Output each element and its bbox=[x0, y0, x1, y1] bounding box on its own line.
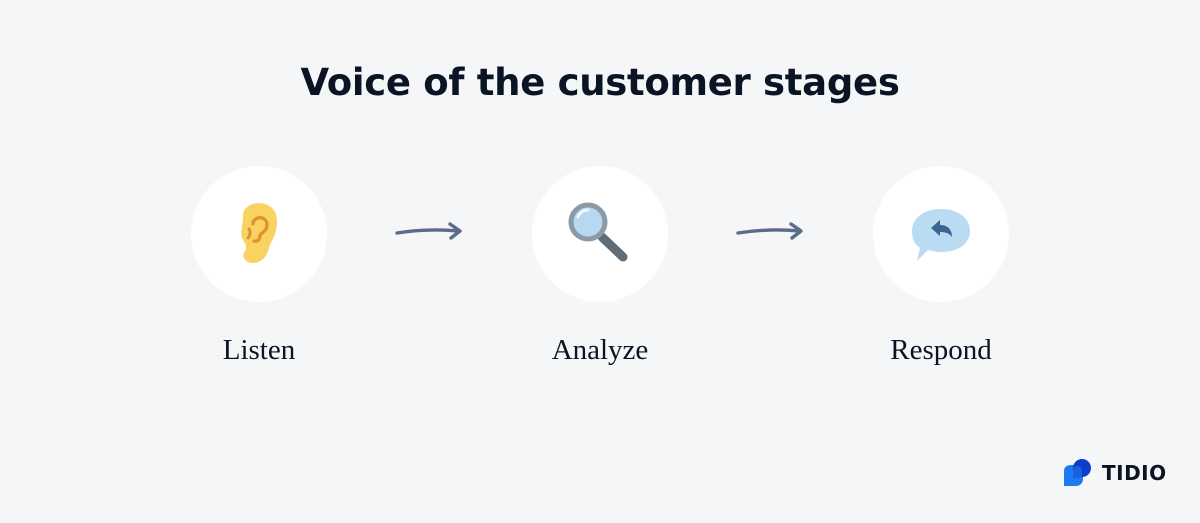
brand-logo: TIDIO bbox=[1062, 456, 1167, 490]
page-title: Voice of the customer stages bbox=[300, 61, 900, 104]
tidio-logo-icon bbox=[1064, 459, 1091, 486]
stage-analyze-circle bbox=[532, 166, 668, 302]
stage-listen-circle bbox=[191, 166, 327, 302]
stage-label-listen: Listen bbox=[222, 334, 296, 366]
reply-speech-bubble-icon bbox=[912, 209, 970, 261]
stage-label-respond: Respond bbox=[890, 334, 992, 366]
arrow-right-icon bbox=[395, 222, 462, 240]
arrow-right-icon bbox=[736, 222, 803, 240]
stage-label-analyze: Analyze bbox=[551, 334, 649, 366]
magnifying-glass-icon bbox=[568, 202, 628, 262]
ear-icon bbox=[241, 203, 277, 263]
brand-name: TIDIO bbox=[1102, 461, 1167, 485]
stage-respond-circle bbox=[873, 166, 1009, 302]
